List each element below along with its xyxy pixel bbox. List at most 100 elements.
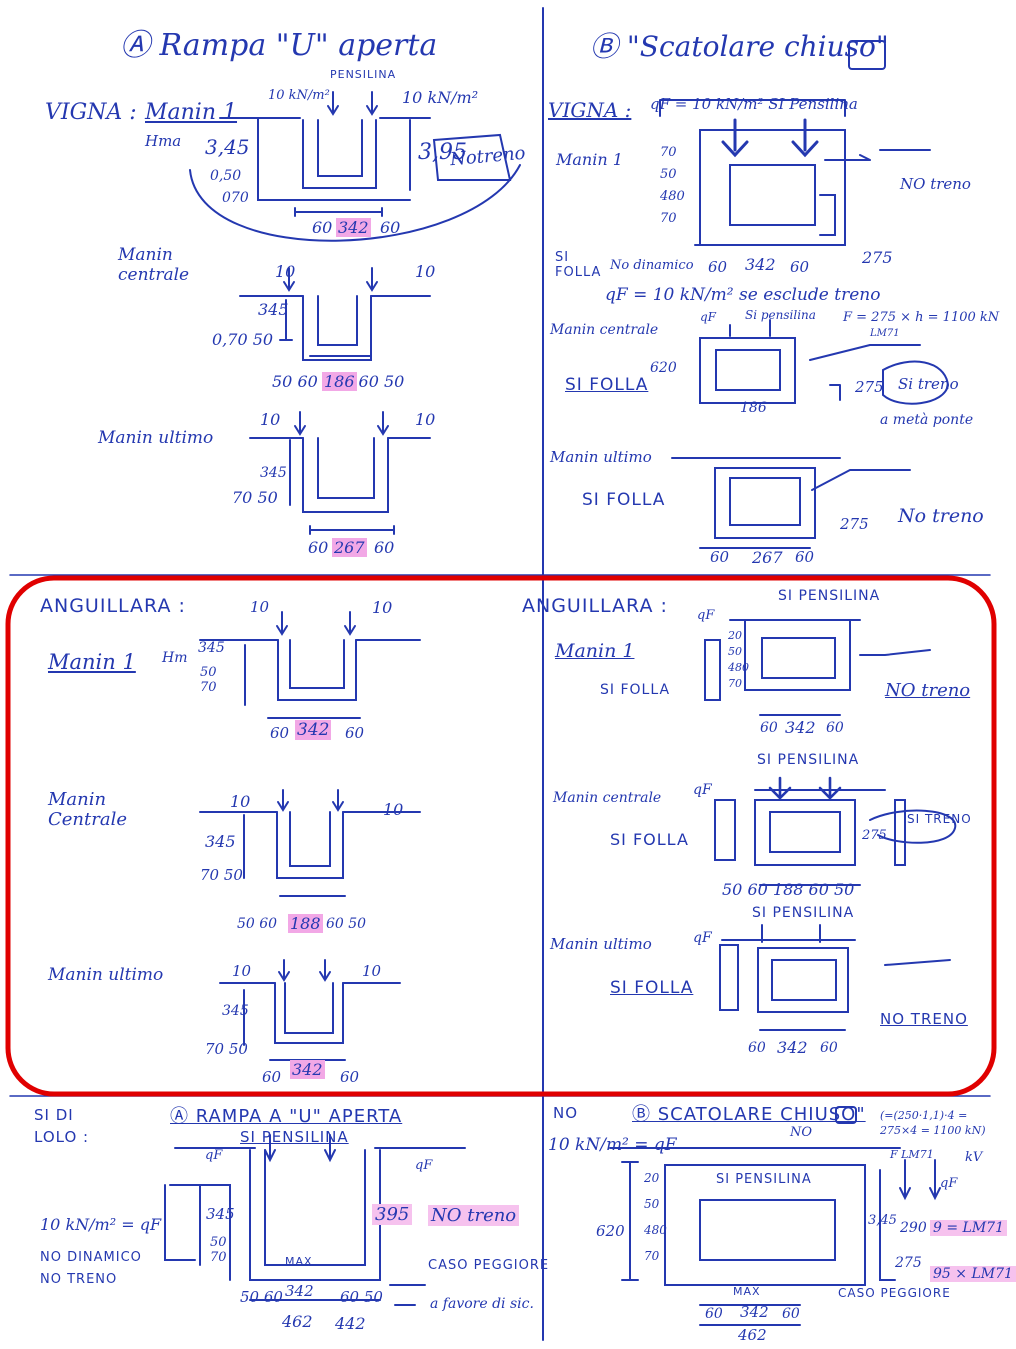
d-m2-treno: SI TRENO (907, 812, 972, 826)
u1-outer (302, 119, 377, 189)
b-m2-qf: qF (700, 310, 717, 324)
e-load: 10 kN/m² = qF (40, 1215, 162, 1234)
e-d: 50 70 (210, 1235, 227, 1265)
b-m2-pens: Si pensilina (745, 308, 816, 322)
si-folla-1: SI FOLLA (555, 250, 602, 280)
hmax: Hma (145, 132, 182, 150)
b-m2-side: 275 (855, 378, 884, 396)
m3-h: 345 (260, 465, 287, 481)
d-m3-folla: SI FOLLA (610, 978, 694, 998)
c-m2-dims-r: 60 50 (326, 916, 367, 932)
e-pens: SI PENSILINA (240, 1128, 349, 1146)
no-dinamico: No dinamico (610, 258, 694, 273)
label-d-m2: Manin centrale (553, 790, 662, 806)
f-caso: CASO PEGGIORE (838, 1286, 951, 1300)
m1-w: 342 (336, 218, 371, 237)
c-m2-load-r: 10 (383, 800, 404, 819)
m3-wl: 60 (308, 538, 329, 557)
e-dims: 50 60 (240, 1288, 283, 1306)
m2-load-l: 10 (275, 262, 296, 281)
d-m1-note: NO treno (885, 680, 971, 701)
m3-w: 267 (332, 538, 367, 557)
b-m3-w: 267 (752, 548, 783, 567)
b-m1-wr: 60 (790, 258, 810, 276)
c-m3-wr: 60 (340, 1068, 360, 1086)
c-m1-load-r: 10 (372, 598, 393, 617)
load-right: 10 kN/m² (402, 88, 479, 107)
d-m2-pens: SI PENSILINA (757, 752, 860, 768)
label-b-m1: Manin 1 (556, 150, 623, 169)
b-m2-lm71: LM71 (870, 328, 900, 339)
notreno-box (432, 133, 512, 181)
b-m3-side: 275 (840, 515, 869, 533)
b-m1-w: 342 (745, 255, 776, 274)
b-m2-f: F = 275 × h = 1100 kN (843, 310, 1000, 325)
d-m2-folla: SI FOLLA (610, 830, 689, 849)
b-m2-note: a metà ponte (880, 412, 974, 428)
c-m3-load-r: 10 (362, 962, 382, 980)
c-m1-wr: 60 (345, 724, 365, 742)
b-m1-dims: 70 50 480 70 (660, 145, 685, 226)
e-sum2: 442 (335, 1314, 366, 1333)
u1-ground (257, 117, 411, 201)
label-c-m3: Manin ultimo (48, 965, 164, 985)
b-m1-side: 275 (862, 248, 893, 267)
label-d-m1: Manin 1 (555, 640, 635, 662)
f-dims: 620 (596, 1222, 625, 1240)
b-m2-dims: 620 (650, 360, 677, 376)
section-vigna-b: VIGNA : (548, 98, 632, 122)
c-m1-d: 50 70 (200, 665, 217, 695)
title-a: Ⓐ Rampa "U" aperta (120, 28, 438, 63)
c-m2-d: 70 50 (200, 866, 243, 884)
c-m2-h: 345 (205, 832, 236, 851)
c-m2-dims: 50 60 (237, 916, 278, 932)
m2-h: 345 (258, 300, 289, 319)
m1-wr: 60 (380, 218, 401, 237)
f-lm2: 95 × LM71 (930, 1266, 1016, 1282)
c-m3-load-l: 10 (232, 962, 252, 980)
d-m3-pens: SI PENSILINA (752, 905, 855, 921)
c-m1-wl: 60 (270, 724, 290, 742)
b-m3-note: No treno (898, 505, 984, 527)
curve-arrow (189, 164, 521, 242)
m3-wr: 60 (374, 538, 395, 557)
d-m3-w: 342 (777, 1038, 808, 1057)
m1-h2: 3,95 (418, 140, 467, 165)
m2-w: 186 (322, 372, 357, 391)
m1-d1: 0,50 (210, 168, 242, 184)
label-c-m2: Manin Centrale (48, 789, 127, 830)
e-caso: CASO PEGGIORE (428, 1258, 550, 1273)
c-m1-h: 345 (198, 640, 225, 656)
f-sum: 462 (738, 1326, 767, 1344)
d-m1-pens: SI PENSILINA (778, 588, 881, 604)
label-m2: Manin centrale (118, 245, 190, 285)
b-m1-note: NO treno (900, 175, 971, 193)
section-si-lolo: SI DI LOLO : (34, 1106, 90, 1146)
e-note-r: NO treno (428, 1205, 520, 1226)
label-c-m1: Manin 1 (48, 650, 136, 674)
d-m1-wl: 60 (760, 720, 778, 736)
label-m3: Manin ultimo (98, 428, 214, 448)
c-m3-wl: 60 (262, 1068, 282, 1086)
f-qf: qF (940, 1176, 958, 1191)
f-max: MAX (733, 1285, 761, 1298)
section-anguillara-b: ANGUILLARA : (522, 595, 668, 617)
red-highlight-frame (5, 575, 997, 1097)
e-qf-l: qF (205, 1148, 223, 1163)
e-qf-r: qF (415, 1158, 433, 1173)
qf-note: qF = 10 kN/m² se esclude treno (605, 285, 881, 305)
c-m1-load-l: 10 (250, 598, 270, 616)
c-m1-w: 342 (295, 720, 332, 740)
d-m3-note: NO TRENO (880, 1010, 968, 1028)
b-m3-folla: SI FOLLA (582, 490, 666, 510)
b-m3-wl: 60 (710, 548, 730, 566)
f-wl: 60 (705, 1306, 723, 1322)
d-m3-wr: 60 (820, 1040, 838, 1056)
d-m2-qf: qF (693, 782, 712, 798)
e-hr: 395 (372, 1204, 413, 1225)
f-no: NO (790, 1125, 813, 1140)
b-m2-w: 186 (740, 400, 767, 416)
f-load: 10 kN/m² = qF (548, 1135, 677, 1155)
